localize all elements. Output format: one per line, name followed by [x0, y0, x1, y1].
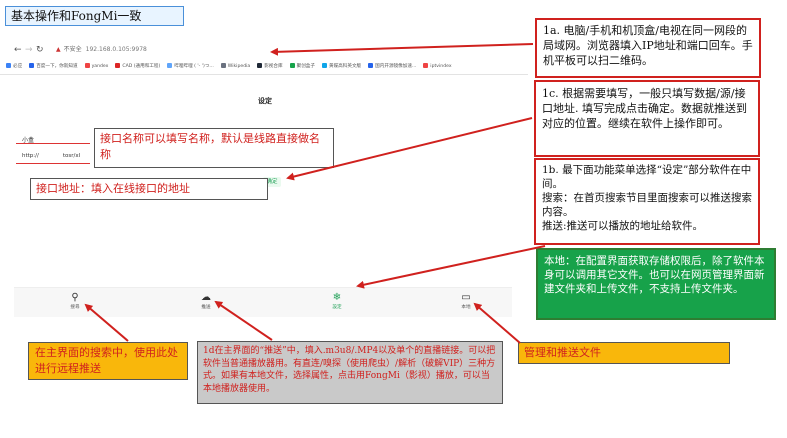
tab-label: 設定	[332, 305, 342, 310]
bookmark-label: 黄碟高科英文版	[328, 64, 362, 69]
callout-search: 在主界面的搜索中，使用此处进行远程推送	[28, 342, 188, 380]
tab-search[interactable]: ⚲ 搜尋	[55, 291, 95, 311]
arrow-push	[214, 300, 273, 341]
callout-step-1c: 1c. 根据需要填写，一般只填写数据/源/接口地址. 填写完成点击确定。数据就推…	[534, 80, 760, 157]
bottom-tab-bar: ⚲ 搜尋 ☁ 推送 ❄ 設定 ▭ 本地	[14, 287, 512, 317]
callout-address: 接口地址：填入在线接口的地址	[30, 178, 268, 200]
bookmark-item[interactable]: 百度一下，你就知道	[29, 62, 78, 72]
arrow-1a	[270, 43, 534, 56]
upload-cloud-icon: ☁	[201, 292, 211, 303]
callout-step-1b: 1b. 最下面功能菜单选择“设定”部分软件在中间。 搜索：在首页搜索节目里面搜索…	[534, 158, 760, 245]
tab-settings[interactable]: ❄ 設定	[317, 291, 357, 311]
name-field-underline	[16, 143, 90, 144]
address-field[interactable]: http:// tosr/xl	[22, 153, 80, 159]
bookmark-item[interactable]: iptvindex	[423, 62, 452, 72]
bookmark-label: yandex	[91, 64, 109, 69]
bookmark-label: CAD (通用和工程)	[122, 64, 161, 69]
toolbar-divider	[0, 74, 528, 75]
confirm-button[interactable]: 确定	[263, 177, 281, 187]
url-text: 192.168.0.105:9978	[85, 46, 147, 53]
tab-push[interactable]: ☁ 推送	[186, 291, 226, 311]
bookmarks-bar: 必应 百度一下，你就知道 yandex CAD (通用和工程) 哔哩哔哩 ( '- ')…	[6, 62, 526, 72]
bookmark-item[interactable]: Wikipedia	[220, 62, 251, 72]
bookmark-item[interactable]: 黄碟高科英文版	[321, 62, 362, 72]
search-icon: ⚲	[71, 292, 79, 303]
callout-1b-line: 推送:推送可以播放的地址给软件。	[542, 220, 704, 232]
bookmark-label: 影视合库	[264, 64, 283, 69]
bookmark-item[interactable]: 影视合库	[257, 62, 283, 72]
bookmark-item[interactable]: 国内开源镜像加速...	[368, 62, 416, 72]
callout-local: 本地：在配置界面获取存储权限后，除了软件本身可以调用其它文件。也可以在网页管理界…	[536, 248, 776, 320]
insecure-label: 不安全	[63, 46, 82, 53]
bookmark-favicon-icon	[289, 63, 295, 68]
bookmark-label: Wikipedia	[227, 64, 251, 69]
forward-icon[interactable]: →	[25, 45, 33, 55]
folder-icon: ▭	[461, 292, 471, 303]
bookmark-favicon-icon	[29, 63, 35, 68]
bookmark-favicon-icon	[321, 63, 327, 68]
callout-manage: 管理和推送文件	[518, 342, 730, 364]
tab-label: 推送	[201, 305, 211, 310]
arrow-1b	[356, 245, 546, 289]
arrow-manage	[473, 302, 521, 344]
bookmark-item[interactable]: 哔哩哔哩 ( '- ')つ...	[167, 62, 214, 72]
address-suffix: tosr/xl	[62, 153, 81, 159]
settings-title: 设定	[258, 97, 272, 105]
back-icon[interactable]: ←	[14, 45, 22, 55]
gear-icon: ❄	[332, 292, 342, 303]
callout-name: 接口名称可以填写名称，默认是线路直接做名称	[94, 128, 334, 168]
tab-label: 搜尋	[70, 305, 80, 310]
tab-label: 本地	[461, 305, 471, 310]
arrow-1c	[286, 117, 533, 181]
bookmark-favicon-icon	[423, 63, 429, 68]
bookmark-label: 哔哩哔哩 ( '- ')つ...	[174, 64, 214, 69]
warning-icon: ▲	[56, 46, 61, 53]
reload-icon[interactable]: ↻	[36, 45, 44, 55]
bookmark-favicon-icon	[84, 63, 90, 68]
callout-push: 1d在主界面的“推送”中，填入.m3u8/.MP4以及单个的直播链接。可以把软件…	[197, 341, 503, 404]
callout-1b-line: 1b. 最下面功能菜单选择“设定”部分软件在中间。	[542, 164, 752, 190]
bookmark-item[interactable]: 聚创盒子	[289, 62, 315, 72]
bookmark-label: 百度一下，你就知道	[36, 64, 78, 69]
bookmark-label: iptvindex	[430, 64, 452, 69]
bookmark-item[interactable]: yandex	[84, 62, 109, 72]
name-field[interactable]: 小盒	[22, 137, 35, 144]
callout-1b-line: 搜索：在首页搜索节目里面搜索可以推送搜索内容。	[542, 192, 752, 218]
tab-local[interactable]: ▭ 本地	[446, 291, 486, 311]
page-title: 基本操作和FongMi一致	[5, 6, 184, 26]
address-prefix: http://	[22, 153, 39, 159]
bookmark-label: 必应	[13, 64, 23, 69]
bookmark-favicon-icon	[368, 63, 374, 68]
callout-step-1a: 1a. 电脑/手机和机顶盒/电视在同一网段的局域网。浏览器填入IP地址和端口回车…	[535, 18, 761, 78]
bookmark-item[interactable]: 必应	[6, 62, 22, 72]
bookmark-favicon-icon	[167, 63, 173, 68]
address-field-underline	[16, 163, 90, 164]
bookmark-favicon-icon	[220, 63, 226, 68]
bookmark-label: 聚创盒子	[296, 64, 315, 69]
bookmark-item[interactable]: CAD (通用和工程)	[115, 62, 160, 72]
bookmark-favicon-icon	[115, 63, 121, 68]
bookmark-favicon-icon	[257, 63, 263, 68]
bookmark-label: 国内开源镜像加速...	[375, 64, 417, 69]
arrow-search	[84, 303, 129, 342]
bookmark-favicon-icon	[6, 63, 11, 68]
